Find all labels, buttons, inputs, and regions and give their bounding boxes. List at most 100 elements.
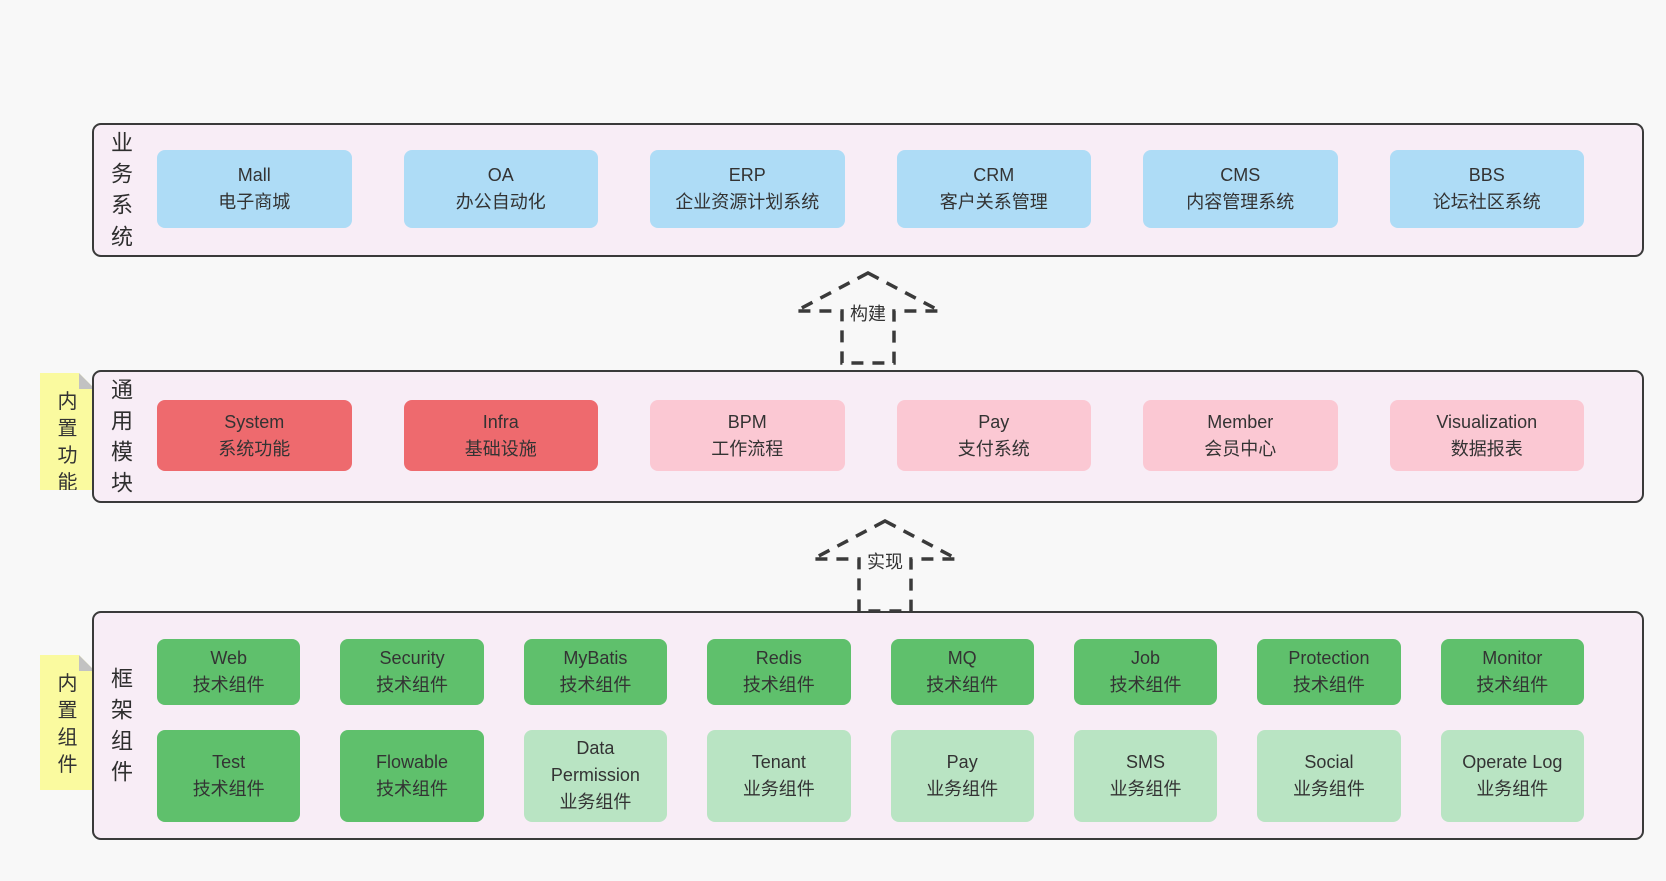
box-title: Job — [1131, 647, 1161, 668]
box-subtitle: 企业资源计划系统 — [675, 192, 820, 212]
box-pay-business: Pay 业务组件 — [890, 729, 1034, 822]
box-mq: MQ 技术组件 — [890, 639, 1034, 705]
box-subtitle: 技术组件 — [376, 674, 449, 695]
layer-framework-components: 框架组件 Web 技术组件 Security 技术组件 MyBatis 技术组件… — [92, 611, 1644, 840]
box-title: BBS — [1468, 165, 1505, 185]
box-data-permission: Data Permission 业务组件 — [523, 729, 668, 822]
box-subtitle: 技术组件 — [192, 778, 265, 799]
note-label: 内置功能 — [57, 391, 78, 494]
box-title: Pay — [978, 411, 1010, 432]
box-subtitle: 工作流程 — [711, 438, 784, 459]
dashed-up-arrow-icon — [795, 271, 941, 365]
box-title: CMS — [1220, 165, 1261, 185]
box-title: Flowable — [376, 751, 449, 772]
box-title: System — [224, 411, 285, 432]
box-subtitle: 业务组件 — [559, 792, 632, 813]
box-member: Member 会员中心 — [1143, 400, 1338, 471]
box-title: Mall — [237, 165, 271, 185]
box-oa: OA 办公自动化 — [403, 150, 598, 228]
business-systems-boxes: Mall 电子商城 OA 办公自动化 ERP 企业资源计划系统 CRM 客户关系… — [157, 150, 1584, 228]
box-title: Visualization — [1436, 411, 1538, 432]
box-subtitle: 技术组件 — [1292, 674, 1365, 695]
box-title: Social — [1304, 751, 1354, 772]
box-subtitle: 基础设施 — [464, 438, 537, 459]
common-modules-boxes: System 系统功能 Infra 基础设施 BPM 工作流程 Pay 支付系统… — [157, 400, 1584, 471]
box-visualization: Visualization 数据报表 — [1389, 400, 1584, 471]
box-sms: SMS 业务组件 — [1073, 729, 1218, 822]
box-title: Redis — [755, 647, 802, 668]
box-subtitle: 办公自动化 — [455, 192, 546, 212]
box-infra: Infra 基础设施 — [403, 400, 598, 471]
box-title: Monitor — [1482, 647, 1543, 668]
box-subtitle: 会员中心 — [1204, 438, 1277, 459]
box-pay: Pay 支付系统 — [896, 400, 1091, 471]
note-label: 内置组件 — [57, 673, 78, 776]
box-subtitle: 数据报表 — [1450, 438, 1523, 459]
box-subtitle: 系统功能 — [218, 438, 291, 459]
box-subtitle: 论坛社区系统 — [1432, 192, 1541, 212]
box-tenant: Tenant 业务组件 — [707, 729, 851, 822]
box-job: Job 技术组件 — [1073, 639, 1218, 705]
layer-label-framework-components: 框架组件 — [110, 666, 133, 785]
box-title: CRM — [973, 165, 1015, 185]
box-subtitle: 技术组件 — [559, 674, 632, 695]
box-erp: ERP 企业资源计划系统 — [650, 150, 845, 228]
box-subtitle: 技术组件 — [192, 674, 265, 695]
box-title: Security — [379, 647, 445, 668]
box-title: ERP — [728, 165, 766, 185]
box-subtitle: 业务组件 — [1109, 778, 1182, 799]
box-subtitle: 业务组件 — [1476, 778, 1549, 799]
box-subtitle: 业务组件 — [742, 778, 815, 799]
sticky-note-builtin-features: 内置功能 — [40, 373, 95, 490]
box-title: Data Permission — [550, 738, 640, 786]
box-monitor: Monitor 技术组件 — [1440, 639, 1584, 705]
box-title: OA — [487, 165, 514, 185]
box-title: Operate Log — [1462, 751, 1563, 772]
box-mall: Mall 电子商城 — [157, 150, 352, 228]
box-test: Test 技术组件 — [157, 729, 301, 822]
box-title: BPM — [727, 411, 767, 432]
box-crm: CRM 客户关系管理 — [896, 150, 1091, 228]
box-redis: Redis 技术组件 — [707, 639, 851, 705]
dashed-up-arrow-icon — [812, 519, 958, 613]
box-subtitle: 业务组件 — [926, 778, 999, 799]
layer-common-modules: 通用模块 System 系统功能 Infra 基础设施 BPM 工作流程 Pay… — [92, 370, 1644, 503]
box-subtitle: 技术组件 — [1476, 674, 1549, 695]
box-title: MyBatis — [563, 647, 628, 668]
box-title: Protection — [1288, 647, 1370, 668]
box-title: SMS — [1126, 751, 1166, 772]
framework-components-boxes: Web 技术组件 Security 技术组件 MyBatis 技术组件 Redi… — [157, 639, 1584, 822]
box-protection: Protection 技术组件 — [1257, 639, 1401, 705]
box-operate-log: Operate Log 业务组件 — [1440, 729, 1584, 822]
box-system: System 系统功能 — [157, 400, 352, 471]
box-subtitle: 内容管理系统 — [1186, 192, 1295, 212]
box-title: Member — [1207, 411, 1274, 432]
box-title: Tenant — [751, 751, 806, 772]
box-title: Infra — [482, 411, 519, 432]
arrow-implement-label: 实现 — [864, 547, 906, 575]
box-subtitle: 电子商城 — [218, 192, 291, 212]
layer-label-business-systems: 业务系统 — [110, 130, 133, 250]
box-subtitle: 业务组件 — [1292, 778, 1365, 799]
arrow-implement: 实现 — [810, 518, 960, 614]
box-flowable: Flowable 技术组件 — [340, 729, 484, 822]
box-subtitle: 技术组件 — [376, 778, 449, 799]
box-web: Web 技术组件 — [157, 639, 301, 705]
sticky-note-builtin-components: 内置组件 — [40, 655, 95, 790]
arrow-build: 构建 — [793, 270, 943, 366]
box-title: MQ — [947, 647, 977, 668]
box-social: Social 业务组件 — [1257, 729, 1401, 822]
box-security: Security 技术组件 — [340, 639, 484, 705]
box-subtitle: 技术组件 — [1109, 674, 1182, 695]
box-cms: CMS 内容管理系统 — [1143, 150, 1338, 228]
box-mybatis: MyBatis 技术组件 — [523, 639, 668, 705]
box-bbs: BBS 论坛社区系统 — [1389, 150, 1584, 228]
box-subtitle: 支付系统 — [957, 438, 1030, 459]
box-subtitle: 客户关系管理 — [939, 192, 1048, 212]
layer-business-systems: 业务系统 Mall 电子商城 OA 办公自动化 ERP 企业资源计划系统 CRM… — [92, 123, 1644, 257]
layer-label-common-modules: 通用模块 — [110, 377, 133, 496]
arrow-build-label: 构建 — [847, 299, 889, 327]
box-subtitle: 技术组件 — [926, 674, 999, 695]
box-title: Pay — [946, 751, 978, 772]
